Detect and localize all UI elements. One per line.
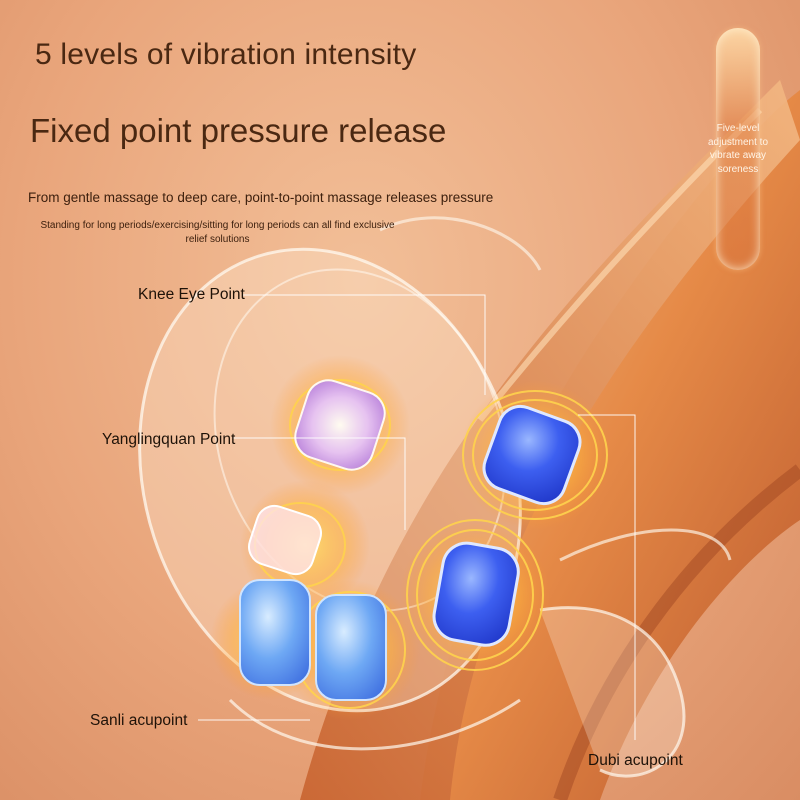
- pad-violet-lower: [248, 504, 322, 576]
- dubi-leader: [578, 414, 636, 740]
- side-badge-capsule: [716, 28, 760, 270]
- callout-sanli: Sanli acupoint: [90, 712, 188, 729]
- headline-pressure: Fixed point pressure release: [30, 112, 447, 149]
- pad-violet-upper: [294, 379, 386, 471]
- side-badge-text: Five-level adjustment to vibrate away so…: [707, 123, 769, 175]
- callout-yanglingquan: Yanglingquan Point: [102, 431, 236, 448]
- subtitle-text: From gentle massage to deep care, point-…: [28, 190, 494, 205]
- pad-blue-dubi: [432, 541, 520, 647]
- pad-light-left: [239, 579, 311, 686]
- pad-light-right: [315, 594, 387, 701]
- yanglingquan-leader: [232, 437, 406, 530]
- usage-note: Standing for long periods/exercising/sit…: [40, 220, 395, 245]
- callout-knee-eye: Knee Eye Point: [138, 286, 245, 303]
- pad-blue-knee: [482, 404, 582, 506]
- headline-vibration: 5 levels of vibration intensity: [35, 38, 417, 71]
- callout-dubi: Dubi acupoint: [588, 752, 683, 769]
- knee-eye-leader: [242, 294, 486, 395]
